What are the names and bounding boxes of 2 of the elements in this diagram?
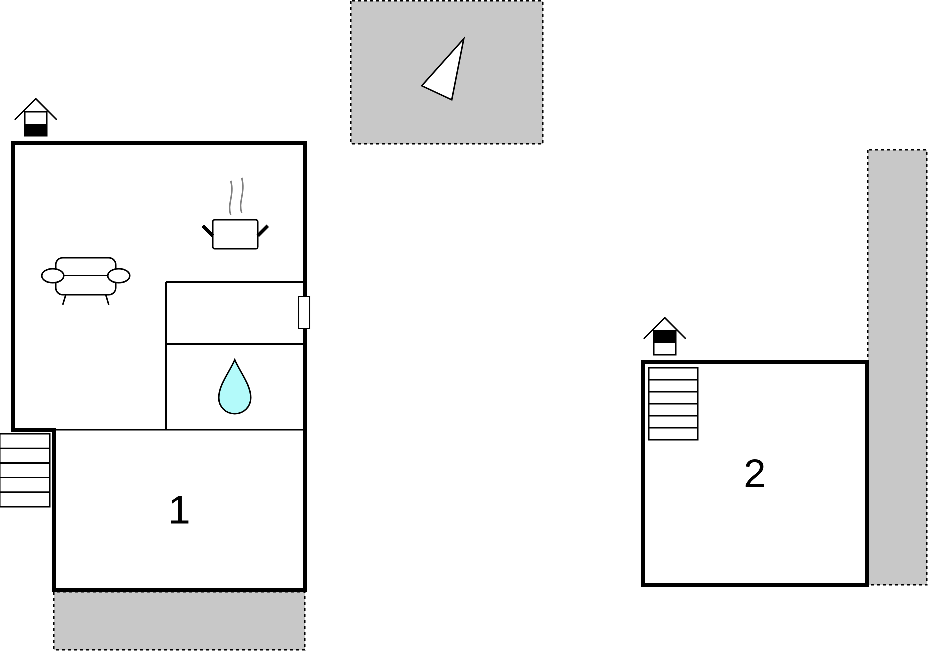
room: 1 — [53, 429, 306, 591]
room: 2 — [641, 360, 869, 587]
